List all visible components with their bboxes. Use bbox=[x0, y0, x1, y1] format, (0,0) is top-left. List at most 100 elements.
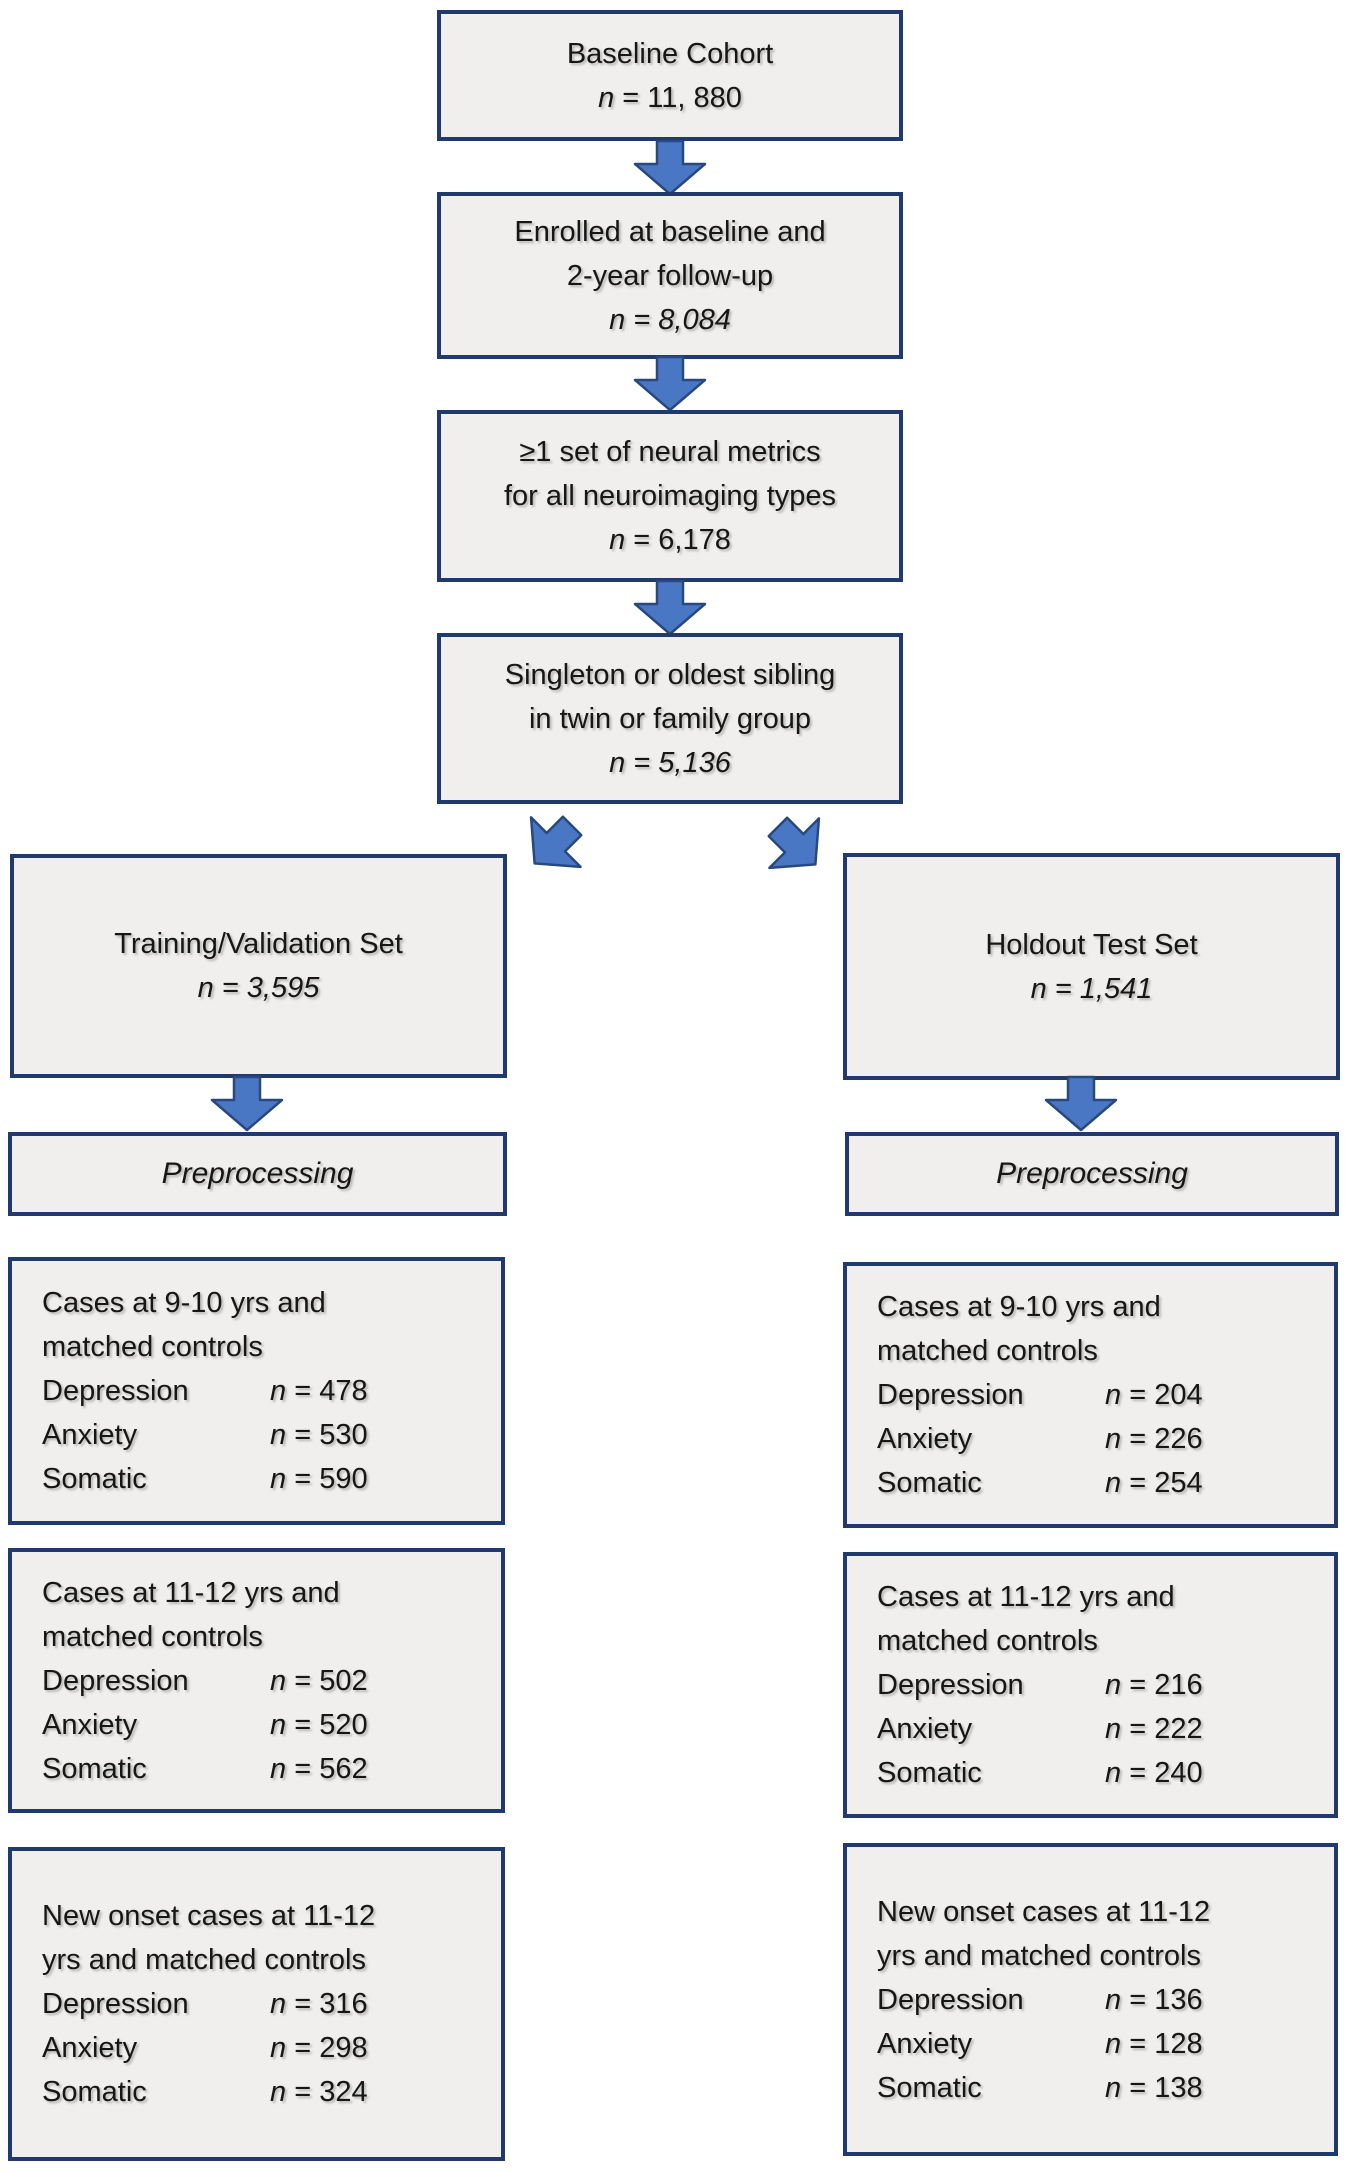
preprocessing-label: Preprocessing bbox=[996, 1157, 1188, 1190]
n-count: n = 530 bbox=[270, 1419, 368, 1451]
box-title-line: yrs and matched controls bbox=[42, 1944, 366, 1976]
down-arrow-icon bbox=[632, 139, 708, 196]
n-count: n = 502 bbox=[270, 1664, 368, 1697]
cases-9-10-box-left: Cases at 9-10 yrs and matched controls D… bbox=[8, 1257, 505, 1525]
disorder-label: Anxiety bbox=[42, 2032, 138, 2064]
n-count: n = 478 bbox=[270, 1375, 368, 1407]
box-title-line: Baseline Cohort bbox=[566, 37, 774, 70]
n-count: n = 204 bbox=[1105, 1379, 1203, 1411]
box-title-line: Cases at 9-10 yrs and bbox=[877, 1291, 1161, 1323]
case-row: Depression n = 216 bbox=[877, 1663, 1310, 1707]
disorder-label: Depression bbox=[42, 1988, 189, 2020]
box-title-line: yrs and matched controls bbox=[877, 1939, 1201, 1972]
disorder-label: Somatic bbox=[42, 1752, 147, 1785]
case-row: Somatic n = 240 bbox=[877, 1751, 1310, 1795]
case-row: Depression n = 478 bbox=[42, 1369, 477, 1413]
n-count: n = 128 bbox=[1105, 2027, 1203, 2060]
cases-11-12-box-left: Cases at 11-12 yrs and matched controls … bbox=[8, 1548, 505, 1813]
down-arrow-icon bbox=[632, 355, 708, 412]
disorder-label: Anxiety bbox=[42, 1708, 138, 1741]
n-value: = 8,084 bbox=[625, 303, 731, 336]
case-row: Anxiety n = 222 bbox=[877, 1707, 1310, 1751]
box-title-line: New onset cases at 11-12 bbox=[42, 1900, 376, 1932]
box-title-line: Cases at 11-12 yrs and bbox=[42, 1576, 340, 1609]
disorder-label: Depression bbox=[877, 1669, 1024, 1701]
disorder-label: Somatic bbox=[42, 2076, 147, 2108]
n-value: = 1,541 bbox=[1046, 972, 1153, 1005]
n-count: n = 254 bbox=[1105, 1467, 1203, 1499]
n-count-line: n = 5,136 bbox=[609, 741, 731, 785]
case-row: Depression n = 204 bbox=[877, 1373, 1310, 1417]
box-title-line: matched controls bbox=[42, 1331, 263, 1363]
new-onset-cases-box-right: New onset cases at 11-12 yrs and matched… bbox=[843, 1843, 1338, 2156]
down-arrow-icon bbox=[1043, 1075, 1119, 1132]
n-value: = 11, 880 bbox=[614, 81, 742, 114]
n-count: n = 226 bbox=[1105, 1423, 1203, 1455]
case-row: Anxiety n = 530 bbox=[42, 1413, 477, 1457]
case-row: Somatic n = 254 bbox=[877, 1461, 1310, 1505]
singleton-box: Singleton or oldest sibling in twin or f… bbox=[437, 633, 903, 804]
n-count: n = 222 bbox=[1105, 1713, 1203, 1745]
box-title-line: for all neuroimaging types bbox=[503, 480, 837, 512]
preprocessing-box-left: Preprocessing bbox=[8, 1132, 507, 1216]
box-title-line: Enrolled at baseline and bbox=[514, 215, 826, 248]
case-row: Somatic n = 590 bbox=[42, 1457, 477, 1501]
n-symbol: n bbox=[197, 972, 214, 1004]
disorder-label: Depression bbox=[877, 1983, 1024, 2016]
down-arrow-icon bbox=[632, 579, 708, 636]
enrolled-box: Enrolled at baseline and 2-year follow-u… bbox=[437, 192, 903, 359]
holdout-test-set-box: Holdout Test Set n = 1,541 bbox=[843, 853, 1340, 1080]
disorder-label: Anxiety bbox=[877, 1713, 973, 1745]
disorder-label: Anxiety bbox=[877, 1423, 973, 1455]
training-validation-set-box: Training/Validation Set n = 3,595 bbox=[10, 854, 507, 1078]
disorder-label: Depression bbox=[42, 1664, 189, 1697]
n-symbol: n bbox=[609, 746, 626, 779]
n-count-line: n = 11, 880 bbox=[598, 76, 742, 120]
cases-9-10-box-right: Cases at 9-10 yrs and matched controls D… bbox=[843, 1262, 1338, 1528]
box-title-line: matched controls bbox=[877, 1335, 1098, 1367]
n-count-line: n = 6,178 bbox=[609, 518, 731, 562]
disorder-label: Anxiety bbox=[877, 2027, 973, 2060]
box-title-line: Holdout Test Set bbox=[985, 928, 1198, 961]
case-row: Anxiety n = 226 bbox=[877, 1417, 1310, 1461]
cases-11-12-box-right: Cases at 11-12 yrs and matched controls … bbox=[843, 1552, 1338, 1818]
box-title-line: 2-year follow-up bbox=[566, 259, 774, 292]
n-symbol: n bbox=[598, 81, 615, 114]
case-row: Depression n = 502 bbox=[42, 1659, 477, 1703]
box-title-line: New onset cases at 11-12 bbox=[877, 1895, 1211, 1928]
new-onset-cases-box-left: New onset cases at 11-12 yrs and matched… bbox=[8, 1847, 505, 2161]
disorder-label: Somatic bbox=[42, 1463, 147, 1495]
preprocessing-label: Preprocessing bbox=[161, 1157, 354, 1190]
n-symbol: n bbox=[609, 524, 626, 556]
n-count: n = 316 bbox=[270, 1988, 368, 2020]
disorder-label: Depression bbox=[877, 1379, 1024, 1411]
disorder-label: Somatic bbox=[877, 2071, 982, 2104]
n-count: n = 136 bbox=[1105, 1983, 1203, 2016]
neural-metrics-box: ≥1 set of neural metrics for all neuroim… bbox=[437, 410, 903, 582]
disorder-label: Somatic bbox=[877, 1467, 982, 1499]
baseline-cohort-box: Baseline Cohort n = 11, 880 bbox=[437, 10, 903, 141]
box-title-line: ≥1 set of neural metrics bbox=[519, 436, 821, 468]
box-title-line: Cases at 9-10 yrs and bbox=[42, 1287, 326, 1319]
down-right-arrow-icon bbox=[750, 799, 843, 892]
n-count-line: n = 3,595 bbox=[198, 966, 320, 1010]
n-symbol: n bbox=[1030, 972, 1047, 1005]
disorder-label: Anxiety bbox=[42, 1419, 138, 1451]
n-count: n = 240 bbox=[1105, 1757, 1203, 1789]
down-arrow-icon bbox=[209, 1075, 285, 1132]
n-value: = 6,178 bbox=[625, 524, 731, 556]
n-value: = 3,595 bbox=[213, 972, 320, 1004]
n-count: n = 216 bbox=[1105, 1669, 1203, 1701]
box-title-line: Training/Validation Set bbox=[114, 928, 403, 960]
n-value: = 5,136 bbox=[625, 746, 731, 779]
disorder-label: Somatic bbox=[877, 1757, 982, 1789]
n-count: n = 590 bbox=[270, 1463, 368, 1495]
n-symbol: n bbox=[609, 303, 626, 336]
disorder-label: Depression bbox=[42, 1375, 189, 1407]
case-row: Depression n = 136 bbox=[877, 1978, 1310, 2022]
